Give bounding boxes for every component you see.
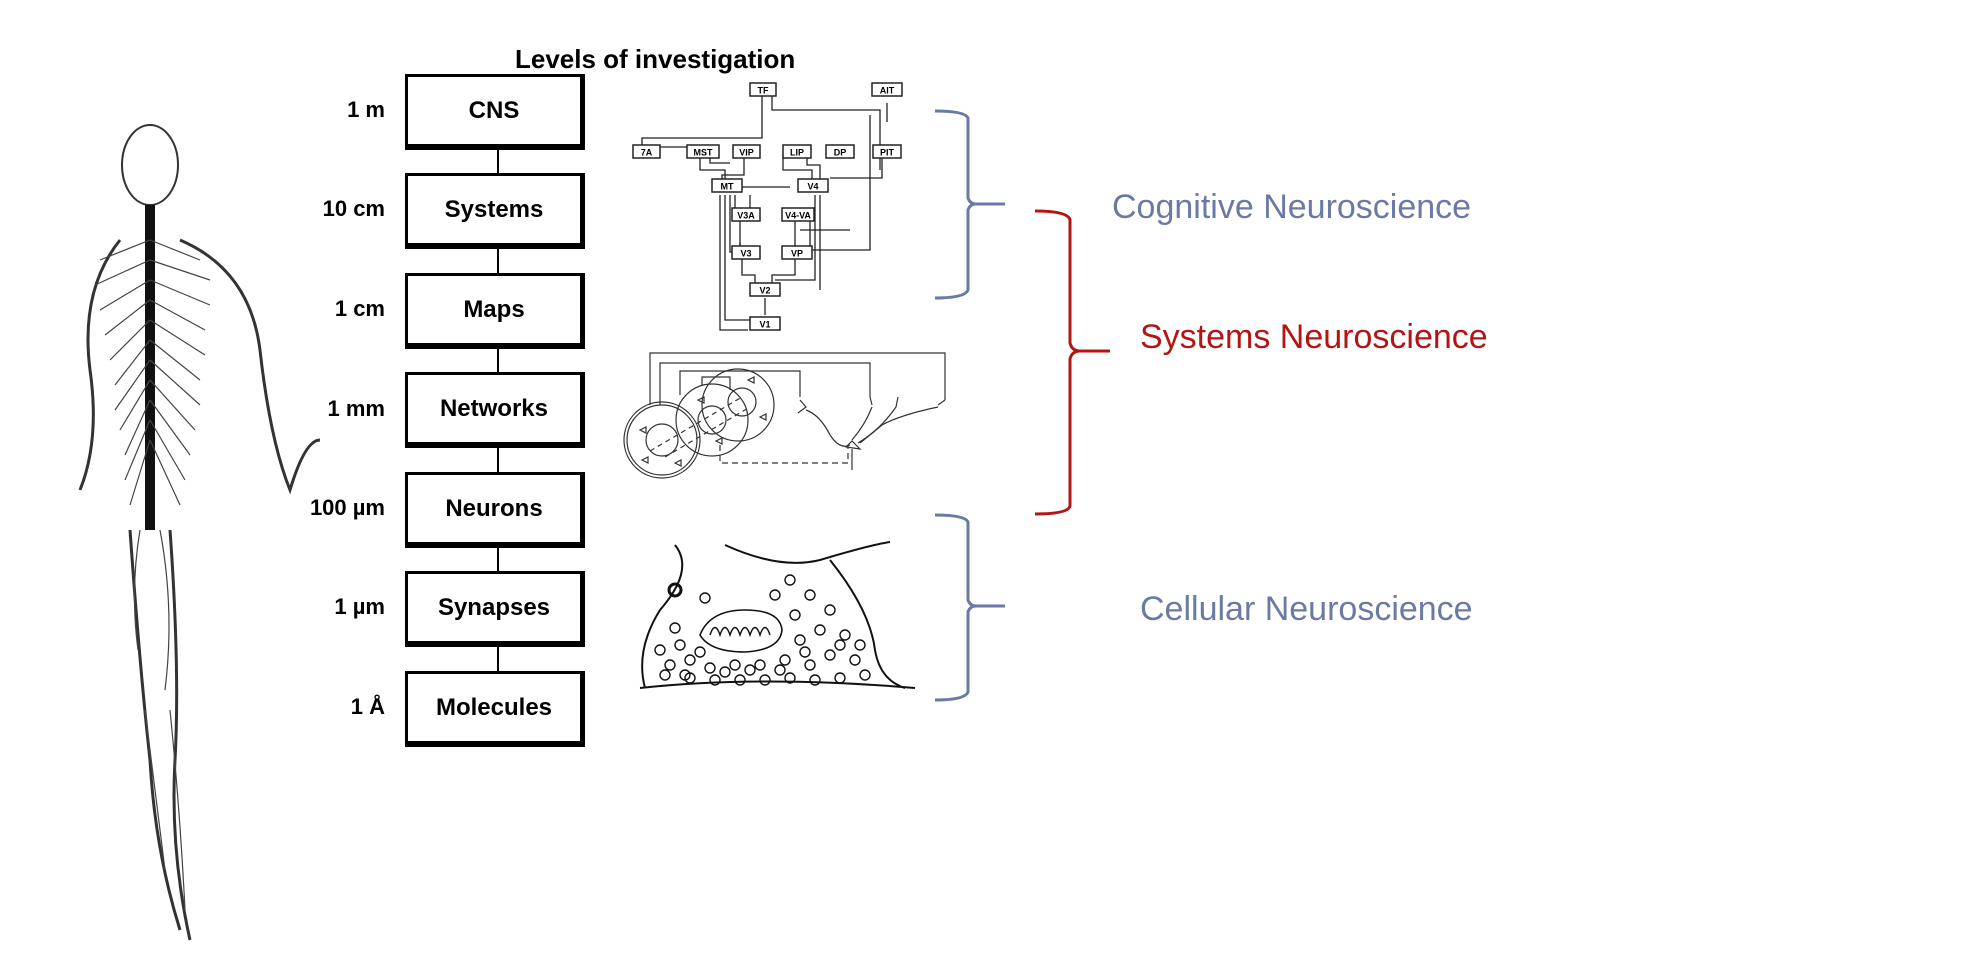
area-label-mst: MST [694,148,714,158]
vesicle [799,646,811,658]
vesicle [784,672,796,684]
neural-network-figure [623,352,946,479]
vesicle [784,574,796,586]
vesicle [839,629,851,641]
vesicle [854,639,866,651]
area-box-dp [825,144,855,159]
vesicle [779,654,791,666]
vesicle [809,674,821,686]
area-label-v2: V2 [759,286,770,296]
vesicle [804,589,816,601]
vesicle [769,589,781,601]
area-label-v3a: V3A [737,211,755,221]
area-box-vp [781,245,813,260]
area-box-v2 [749,282,781,297]
area-box-v1 [749,316,781,331]
vesicle [744,664,756,676]
area-box-mt [711,178,743,193]
vesicle [814,624,826,636]
vesicle [674,639,686,651]
area-box-v4-va [781,207,815,222]
scale-label-molecules: 1 Å [350,694,385,719]
vesicle [849,654,861,666]
synapse-figure [639,541,916,689]
level-box-systems: Systems [405,173,585,249]
vesicle [789,609,801,621]
area-label-v4: V4 [807,182,818,192]
vesicle [719,666,731,678]
area-label-v4-va: V4-VA [785,211,811,221]
area-label-v3: V3 [740,249,751,259]
scale-label-synapses: 1 µm [334,594,385,619]
scale-label-neurons: 100 µm [309,495,385,520]
area-label-v1: V1 [759,320,770,330]
area-label-tf: TF [758,86,769,96]
cellular-neuroscience-label: Cellular Neuroscience [1140,590,1473,628]
cellular-neuroscience-bracket [934,513,1005,702]
area-label-ait: AIT [880,86,895,96]
vesicle [859,669,871,681]
cognitive-neuroscience-bracket [934,109,1005,300]
area-label-7a: 7A [641,148,653,158]
area-box-ait [871,82,903,97]
level-box-neurons: Neurons [405,472,585,548]
vesicle [834,639,846,651]
level-box-cns: CNS [405,74,585,150]
area-label-vp: VP [791,249,803,259]
area-label-pit: PIT [880,148,895,158]
area-box-pit [872,144,902,159]
vesicle [794,634,806,646]
area-box-lip [782,144,812,159]
area-box-7a [632,144,661,159]
vesicle [664,659,676,671]
area-box-mst [686,144,720,159]
vesicle [824,649,836,661]
vesicle [654,644,666,656]
vesicle [734,674,746,686]
level-box-molecules: Molecules [405,671,585,747]
area-label-lip: LIP [790,148,804,158]
systems-neuroscience-bracket [1034,209,1110,516]
vesicle [659,669,671,681]
level-box-synapses: Synapses [405,571,585,647]
scale-label-networks: 1 mm [327,396,385,421]
vesicle [679,669,691,681]
vesicle [669,622,681,634]
area-label-mt: MT [721,182,734,192]
area-box-tf [749,82,777,97]
vesicle [754,659,766,671]
vesicle [774,664,786,676]
vesicle [834,672,846,684]
area-label-dp: DP [834,148,847,158]
level-box-maps: Maps [405,273,585,349]
diagram-title: Levels of investigation [515,44,796,74]
cognitive-neuroscience-label: Cognitive Neuroscience [1112,188,1472,226]
vesicle [729,659,741,671]
vesicle [699,592,711,604]
area-box-vip [732,144,761,159]
vesicle [694,646,706,658]
scale-label-maps: 1 cm [334,296,385,321]
vesicle [759,674,771,686]
vesicle [824,604,836,616]
nervous-system-figure [78,124,321,941]
vesicle [804,659,816,671]
scale-label-cns: 1 m [347,97,385,122]
vesicle [704,662,716,674]
area-label-vip: VIP [739,148,754,158]
vesicle [709,674,721,686]
scale-label-systems: 10 cm [322,196,385,221]
area-box-v4 [797,178,829,193]
area-box-v3 [731,245,761,260]
vesicle [684,654,696,666]
area-box-v3a [731,207,761,222]
level-box-networks: Networks [405,372,585,448]
systems-neuroscience-label: Systems Neuroscience [1140,318,1488,356]
